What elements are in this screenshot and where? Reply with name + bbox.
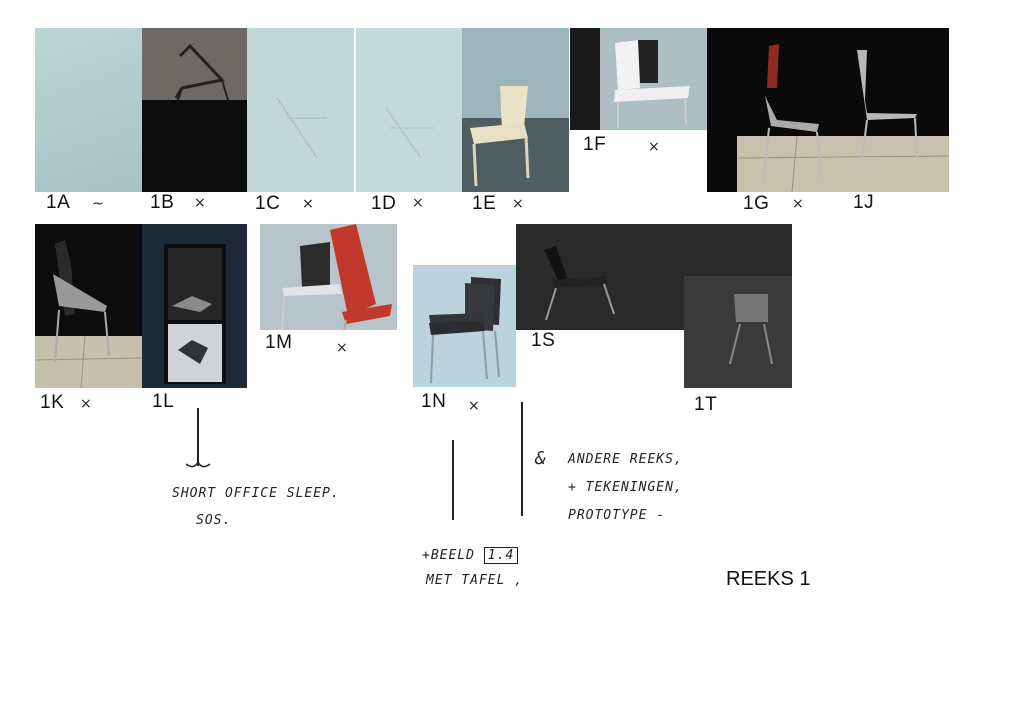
photo-1d [356,28,462,192]
photo-1b [142,28,247,192]
photo-1n [413,265,516,387]
photo-1c [247,28,354,192]
mark-1f: × [648,139,660,155]
note-left-line2: SOS. [196,513,232,528]
label-1f: 1F [583,134,607,155]
mark-1n: × [468,398,480,414]
photo-1e [462,28,569,192]
arrow-line-left [197,408,199,466]
label-1t: 1T [694,394,718,415]
mark-1b: × [194,195,206,211]
label-1j: 1J [853,192,875,213]
note-center-line2: MET TAFEL , [426,573,524,588]
label-1c: 1C [255,193,281,214]
photo-1f [570,28,707,130]
arrow-head-icon [185,460,211,468]
label-1g: 1G [743,193,770,214]
label-1l: 1L [152,391,175,412]
note-right-line2: + TEKENINGEN, [568,480,683,495]
note-center-line1: +BEELD 1.4 [422,547,519,564]
mark-1a: ~ [92,196,104,212]
label-1n: 1N [421,391,447,412]
photo-1a [35,28,142,192]
mark-1e: × [512,196,524,212]
mark-1k: × [80,396,92,412]
label-1e: 1E [472,193,497,214]
label-1m: 1M [265,332,293,353]
note-left-line1: SHORT OFFICE SLEEP. [172,486,340,501]
photo-1s-1t-cutout [516,330,684,390]
note-center-beeld: +BEELD [422,548,475,563]
label-1s: 1S [531,330,556,351]
label-1k: 1K [40,392,65,413]
note-right-line1: ANDERE REEKS, [568,452,683,467]
mark-1d: × [412,195,424,211]
label-1b: 1B [150,192,175,213]
photo-1k [35,224,142,388]
mark-1m: × [336,340,348,356]
photo-1g-1j [707,28,949,192]
mark-1g: × [792,196,804,212]
photo-1m [260,224,397,330]
note-right-amp: & [535,448,547,469]
sheet-title: REEKS 1 [726,568,811,590]
photo-1l [142,224,247,388]
note-right-line3: PROTOTYPE - [568,508,666,523]
note-center-box: 1.4 [483,547,519,564]
label-1d: 1D [371,193,397,214]
mark-1c: × [302,196,314,212]
divider-line-1 [452,440,454,520]
divider-line-2 [521,402,523,516]
label-1a: 1A [46,192,71,213]
